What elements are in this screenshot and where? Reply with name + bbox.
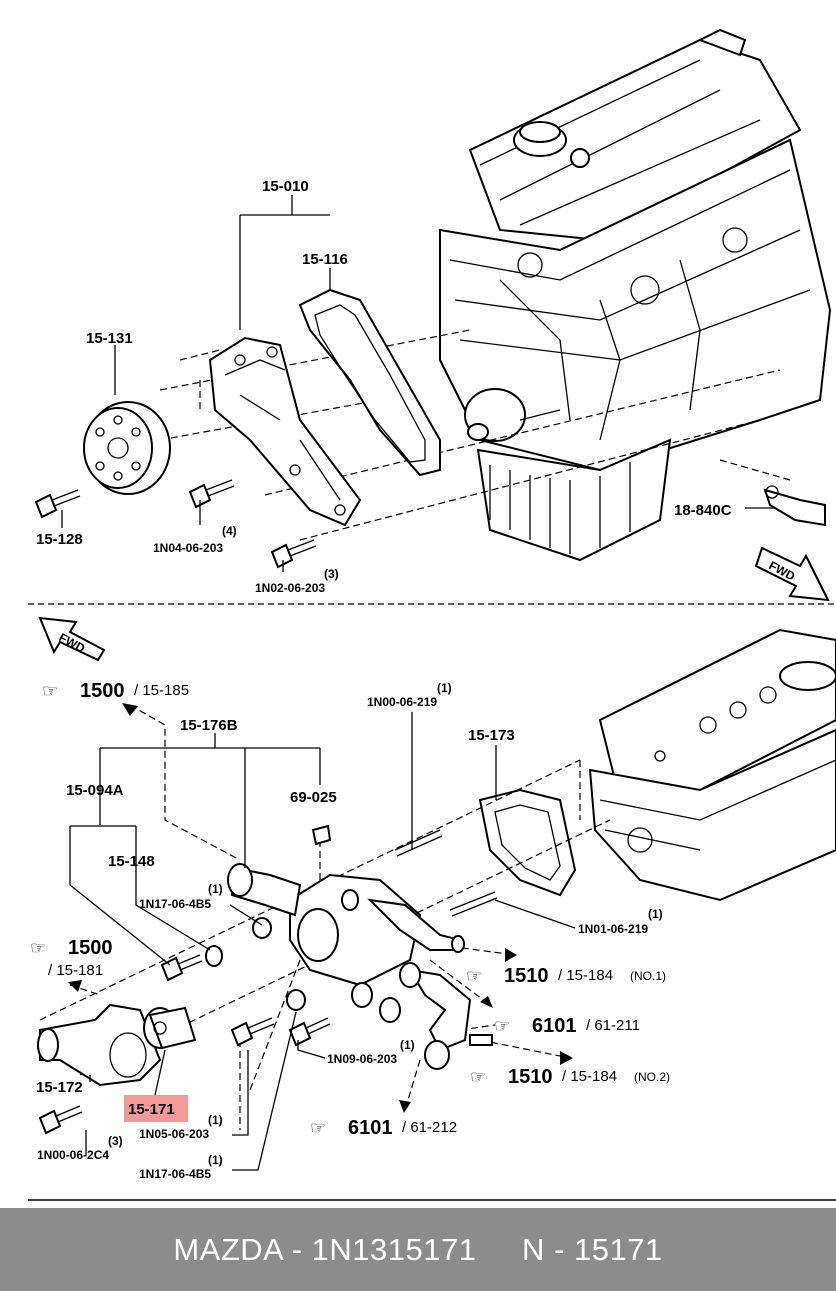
ref-callout[interactable]: ☞ 6101 / 61-211 <box>494 1015 640 1037</box>
label-18-840C: 18-840C <box>674 502 732 519</box>
svg-text:6101: 6101 <box>348 1117 393 1139</box>
gasket-15-116 <box>298 288 441 477</box>
label-15-131: 15-131 <box>86 330 133 347</box>
ref-callout[interactable]: ☞ 1500 / 15-185 <box>42 680 189 702</box>
svg-text:/ 61-211: / 61-211 <box>586 1017 640 1034</box>
parts-diagram: FWD 15-010 15-116 15-131 15-128 (4) 1N04… <box>28 28 836 1201</box>
label-1N17-06-4B5-a: 1N17-06-4B5 <box>139 897 211 911</box>
water-pump <box>208 336 362 527</box>
ref-icon: ☞ <box>310 1118 326 1138</box>
thermostat-15-171 <box>143 1006 197 1050</box>
label-qty-1N00-2C4: (3) <box>108 1134 123 1148</box>
label-qty-1N04: (4) <box>222 524 237 538</box>
label-1N17-06-4B5-b: 1N17-06-4B5 <box>139 1167 211 1181</box>
label-15-094A: 15-094A <box>66 782 124 799</box>
ref-callout[interactable]: ☞ 1510 / 15-184 (NO.1) <box>466 965 666 987</box>
fwd-arrow-bottom: FWD <box>38 616 106 662</box>
label-qty-1N05: (1) <box>208 1113 223 1127</box>
label-15-171: 15-171 <box>128 1101 175 1118</box>
pulley-15-131 <box>83 401 171 495</box>
label-15-116: 15-116 <box>302 251 348 268</box>
ref-icon: ☞ <box>42 681 58 701</box>
label-1N02-06-203: 1N02-06-203 <box>255 581 325 595</box>
gasket-15-173 <box>478 788 577 897</box>
label-15-128: 15-128 <box>36 531 83 548</box>
label-qty-1N09: (1) <box>400 1038 415 1052</box>
svg-text:/ 15-184: / 15-184 <box>562 1068 617 1085</box>
label-qty-1N00-219: (1) <box>437 681 452 695</box>
label-qty-1N02: (3) <box>324 567 339 581</box>
label-15-172: 15-172 <box>36 1079 83 1096</box>
label-1N04-06-203: 1N04-06-203 <box>153 541 223 555</box>
fwd-arrow-top: FWD <box>754 546 830 602</box>
svg-text:/ 15-184: / 15-184 <box>558 967 613 984</box>
thermostat-housing <box>227 863 493 1070</box>
thermostat-cover-15-172 <box>37 1003 162 1087</box>
svg-text:/ 61-212: / 61-212 <box>402 1119 457 1136</box>
engine-head-bottom <box>588 628 836 902</box>
svg-text:1500: 1500 <box>80 680 125 702</box>
ref-icon: ☞ <box>470 1067 486 1087</box>
label-69-025: 69-025 <box>290 789 337 806</box>
ref-icon: ☞ <box>494 1016 510 1036</box>
svg-text:(NO.2): (NO.2) <box>634 1070 670 1084</box>
svg-text:1510: 1510 <box>504 965 549 987</box>
label-1N01-06-219: 1N01-06-219 <box>578 922 648 936</box>
ref-icon: ☞ <box>466 966 482 986</box>
label-qty-1N01: (1) <box>648 907 663 921</box>
highlight-15-171 <box>124 1095 188 1122</box>
leaders-top <box>61 195 775 572</box>
bolts-bottom <box>38 824 332 1135</box>
label-qty-1N17-b: (1) <box>208 1153 223 1167</box>
label-1N05-06-203: 1N05-06-203 <box>139 1127 209 1141</box>
label-1N09-06-203: 1N09-06-203 <box>327 1052 397 1066</box>
svg-text:1500: 1500 <box>68 937 113 959</box>
svg-text:1510: 1510 <box>508 1066 553 1088</box>
label-15-010: 15-010 <box>262 178 309 195</box>
svg-text:/ 15-185: / 15-185 <box>134 682 189 699</box>
svg-text:6101: 6101 <box>532 1015 577 1037</box>
label-15-173: 15-173 <box>468 727 515 744</box>
sensor-18-840C <box>763 485 826 527</box>
bolts-top <box>34 479 317 569</box>
label-1N00-06-2C4: 1N00-06-2C4 <box>37 1148 109 1162</box>
ref-icon: ☞ <box>30 938 46 958</box>
label-15-148: 15-148 <box>108 853 155 870</box>
svg-text:(NO.1): (NO.1) <box>630 969 666 983</box>
dashed-guides-top <box>159 329 791 541</box>
leaders-bottom <box>69 712 576 1171</box>
footer-bar: MAZDA - 1N1315171 N - 15171 <box>0 1208 836 1291</box>
svg-text:/ 15-181: / 15-181 <box>48 962 103 979</box>
studs <box>394 829 498 917</box>
ref-callout[interactable]: ☞ 1510 / 15-184 (NO.2) <box>470 1066 670 1088</box>
label-15-176B: 15-176B <box>180 717 238 734</box>
arrowheads <box>68 703 573 1113</box>
ref-callout[interactable]: ☞ 6101 / 61-212 <box>310 1117 457 1139</box>
engine-block-top <box>439 28 832 562</box>
label-qty-1N17-a: (1) <box>208 882 223 896</box>
footer-part-number: MAZDA - 1N1315171 N - 15171 <box>173 1231 663 1267</box>
label-1N00-06-219: 1N00-06-219 <box>367 695 437 709</box>
ref-callout[interactable]: ☞ 1500 / 15-181 <box>30 937 113 979</box>
